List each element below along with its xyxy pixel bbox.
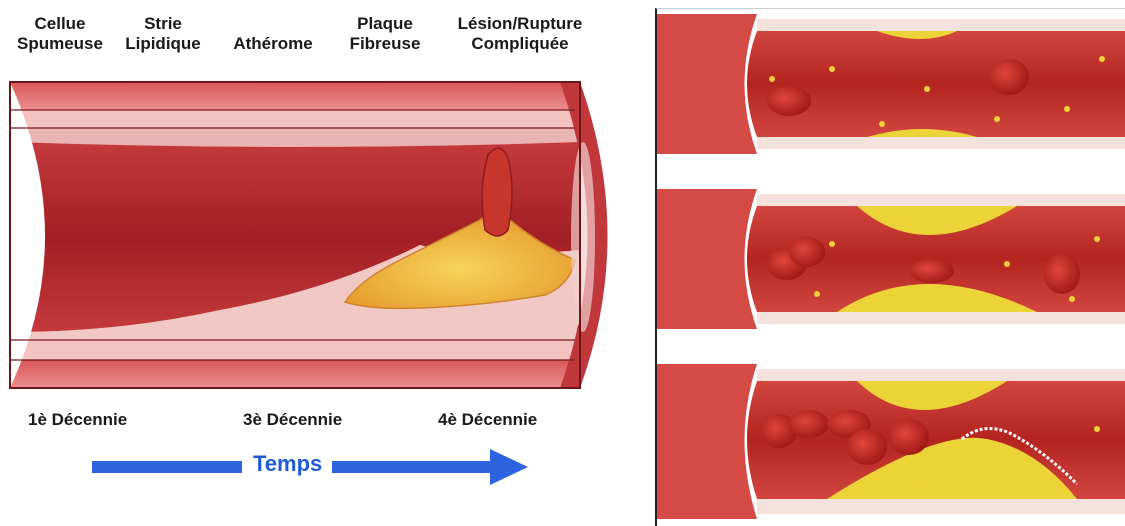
stage-label-line2: Compliquée	[445, 34, 595, 54]
stage-label-line2: Fibreuse	[325, 34, 445, 54]
red-blood-cell	[910, 259, 954, 283]
stenosis-progression-panel	[655, 8, 1125, 526]
particle	[829, 241, 835, 247]
red-blood-cell	[847, 429, 887, 465]
vessel-stage-moderate	[657, 189, 1125, 329]
red-blood-cell	[989, 59, 1029, 95]
decade-label-1: 1è Décennie	[28, 410, 127, 430]
particle	[994, 116, 1000, 122]
vessel-stage-severe	[657, 364, 1125, 519]
stage-label-atheroma: Athérome	[213, 34, 333, 54]
timeline-arrow-shaft-right	[332, 461, 492, 473]
red-blood-cell	[767, 86, 811, 116]
particle	[814, 291, 820, 297]
timeline-label: Temps	[253, 451, 322, 477]
vessel-top-adventitia	[10, 82, 580, 110]
stage-label-line1: Cellue	[0, 14, 120, 34]
stenosis-illustrations	[657, 9, 1125, 526]
particle	[769, 76, 775, 82]
particle	[919, 481, 925, 487]
particle	[1099, 56, 1105, 62]
particle	[904, 221, 910, 227]
artery-cross-section-diagram	[0, 70, 620, 400]
timeline-arrow-shaft-left	[92, 461, 242, 473]
stage-label-foam-cell: Cellue Spumeuse	[0, 14, 120, 54]
stage-label-fatty-streak: Strie Lipidique	[103, 14, 223, 54]
particle	[1064, 106, 1070, 112]
decade-label-4: 4è Décennie	[438, 410, 537, 430]
red-blood-cell	[1044, 254, 1080, 294]
vessel-top-media	[10, 110, 580, 128]
red-blood-cell	[789, 410, 829, 438]
stage-label-fibrous-plaque: Plaque Fibreuse	[325, 14, 445, 54]
particle	[854, 486, 860, 492]
vessel-right-lumen-end	[571, 142, 595, 332]
timeline-arrow-head	[490, 449, 528, 485]
particle	[829, 66, 835, 72]
particle	[1094, 426, 1100, 432]
decade-label-3: 3è Décennie	[243, 410, 342, 430]
vessel-bottom-media	[10, 340, 580, 360]
red-blood-cell	[889, 419, 929, 455]
particle	[879, 121, 885, 127]
particle	[1094, 236, 1100, 242]
particle	[924, 86, 930, 92]
stage-label-line1: Lésion/Rupture	[445, 14, 595, 34]
stage-label-complicated-lesion: Lésion/Rupture Compliquée	[445, 14, 595, 54]
vessel-stage-mild	[657, 9, 1125, 159]
particle	[1004, 261, 1010, 267]
vessel-bottom-adventitia	[10, 360, 580, 388]
thrombus-rupture	[482, 148, 512, 236]
stage-label-line1: Athérome	[213, 34, 333, 54]
stage-label-line2: Spumeuse	[0, 34, 120, 54]
stage-label-line2: Lipidique	[103, 34, 223, 54]
stage-label-line1: Plaque	[325, 14, 445, 34]
particle	[1069, 296, 1075, 302]
red-blood-cell	[789, 237, 825, 267]
stage-label-line1: Strie	[103, 14, 223, 34]
vessel-top-intima	[10, 128, 580, 146]
